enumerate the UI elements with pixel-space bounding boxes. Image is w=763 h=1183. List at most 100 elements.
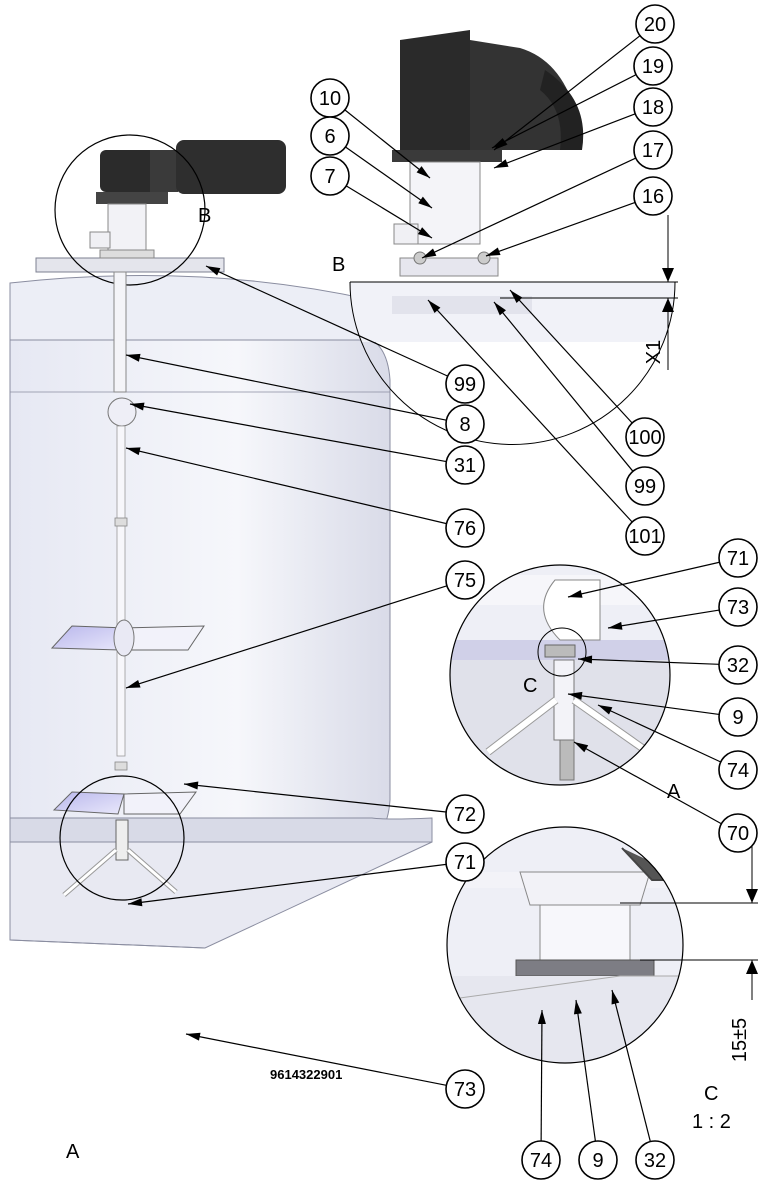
callout-74: 74	[521, 1140, 561, 1180]
arrowhead	[206, 266, 221, 276]
arrowhead	[574, 742, 589, 753]
arrowhead	[611, 990, 620, 1005]
scale-value: 1 : 2	[692, 1111, 731, 1133]
arrowhead	[128, 898, 143, 907]
svg-text:18: 18	[642, 97, 664, 119]
leader-line	[509, 289, 633, 424]
callout-8: 8	[445, 404, 485, 444]
detail-circle-a	[59, 775, 185, 901]
leader-line	[345, 146, 433, 209]
leader-line	[485, 201, 636, 257]
arrowhead	[428, 300, 441, 314]
detail-a-label: A	[66, 1141, 80, 1163]
callout-32: 32	[718, 645, 758, 685]
leader-line	[125, 354, 447, 421]
leader-line	[344, 109, 431, 179]
leader-line	[493, 301, 634, 472]
leader-line	[540, 1009, 543, 1142]
callout-6: 6	[310, 116, 350, 156]
svg-text:99: 99	[634, 476, 656, 498]
leader-line	[567, 693, 720, 716]
callout-99: 99	[445, 364, 485, 404]
callout-73: 73	[718, 587, 758, 627]
svg-text:7: 7	[324, 166, 335, 188]
dimension-x1: X1	[500, 215, 678, 370]
arrowhead	[510, 290, 523, 304]
callout-7: 7	[310, 156, 350, 196]
svg-text:100: 100	[628, 427, 661, 449]
callout-9: 9	[718, 697, 758, 737]
detail-circle-b	[54, 134, 206, 286]
callout-19: 19	[633, 46, 673, 86]
arrowhead	[422, 248, 437, 258]
svg-text:70: 70	[727, 823, 749, 845]
leader-line	[493, 113, 636, 169]
vessel	[9, 257, 433, 949]
arrowhead	[494, 159, 509, 168]
arrowhead	[568, 589, 583, 598]
callout-9: 9	[578, 1140, 618, 1180]
callout-31: 31	[445, 445, 485, 485]
drive-unit	[89, 140, 286, 259]
impeller-blade	[50, 619, 205, 657]
callout-72: 72	[445, 794, 485, 834]
arrowhead	[578, 655, 593, 664]
callout-71: 71	[445, 842, 485, 882]
leader-line	[577, 658, 720, 665]
svg-text:72: 72	[454, 804, 476, 826]
arrowhead	[186, 1032, 201, 1041]
leader-line	[493, 35, 641, 151]
leader-line	[491, 74, 637, 149]
leader-line	[205, 265, 448, 377]
svg-text:32: 32	[644, 1150, 666, 1172]
leader-line	[421, 157, 637, 259]
detail-b-view-label: B	[332, 254, 345, 276]
arrowhead	[537, 1010, 546, 1025]
dimension-gap: 15±5	[620, 838, 758, 1062]
leader-line	[427, 299, 633, 523]
svg-text:6: 6	[324, 126, 335, 148]
detail-b	[349, 30, 676, 445]
arrowhead	[573, 1000, 582, 1015]
callout-99: 99	[625, 466, 665, 506]
arrowhead	[492, 138, 507, 148]
svg-text:101: 101	[628, 526, 661, 548]
leader-lines	[125, 35, 722, 1142]
leader-line	[345, 185, 433, 239]
arrowhead	[598, 705, 613, 715]
callout-71: 71	[718, 538, 758, 578]
dimension-x1-label: X1	[643, 340, 665, 364]
callout-10: 10	[310, 78, 350, 118]
detail-a-c-label: C	[523, 675, 537, 697]
arrowhead	[486, 247, 501, 256]
svg-text:74: 74	[727, 760, 749, 782]
scale-letter: C	[704, 1083, 718, 1105]
leader-line	[567, 561, 720, 598]
leader-line	[127, 863, 447, 905]
callout-70: 70	[718, 813, 758, 853]
detail-a	[449, 564, 671, 786]
arrowhead	[126, 353, 141, 362]
callout-100: 100	[625, 417, 665, 457]
leader-line	[607, 609, 720, 629]
arrowhead	[494, 302, 506, 316]
bottom-impeller	[52, 791, 198, 897]
svg-text:99: 99	[454, 374, 476, 396]
svg-text:9: 9	[592, 1150, 603, 1172]
callout-74: 74	[718, 750, 758, 790]
leader-line	[185, 1033, 447, 1086]
drawing-number: 9614322901	[270, 1067, 342, 1082]
svg-text:71: 71	[454, 852, 476, 874]
arrowhead	[418, 196, 432, 208]
dimension-gap-label: 15±5	[729, 1018, 751, 1062]
leader-line	[575, 999, 597, 1142]
arrowhead	[417, 227, 432, 238]
svg-text:75: 75	[454, 570, 476, 592]
arrowhead	[126, 447, 141, 456]
arrowhead	[130, 402, 145, 411]
arrowhead	[568, 691, 583, 700]
svg-text:20: 20	[644, 14, 666, 36]
svg-text:71: 71	[727, 548, 749, 570]
